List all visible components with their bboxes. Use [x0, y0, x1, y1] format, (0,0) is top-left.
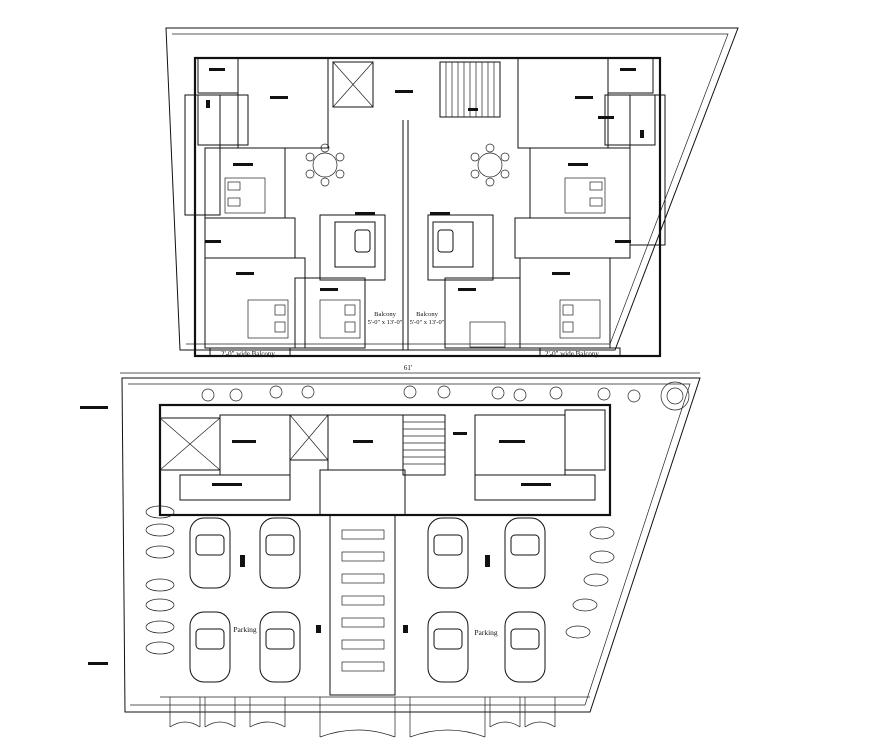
gate-icon	[160, 696, 590, 738]
balcony-label-left: 2'-0" wide Balcony	[221, 350, 275, 358]
lift-core-upper	[332, 61, 374, 108]
room-kitchen-left	[237, 57, 329, 149]
room-bedroom-left-3	[294, 277, 366, 349]
upper-outer-wall	[193, 56, 662, 358]
upper-floor-plan: 2'-0" wide Balcony 2'-0" wide Balcony Ba…	[165, 27, 739, 358]
parking-label-left: Parking	[233, 625, 257, 634]
room-bedroom-left-2	[204, 257, 306, 349]
parking-label-right: Parking	[474, 628, 498, 637]
room-bedroom-right-2	[519, 257, 611, 349]
plant-icon	[201, 381, 690, 411]
room-living-right	[427, 214, 494, 281]
room-living-left	[319, 214, 386, 281]
ground-floor-plan: Parking Parking	[80, 377, 701, 738]
ground-site-boundary	[121, 377, 701, 713]
motorcycle-icon	[145, 505, 615, 655]
sofa-icon	[334, 221, 474, 268]
entrance-foyer	[319, 469, 406, 516]
room-office-ground	[474, 414, 566, 476]
stair-ground	[402, 414, 446, 476]
room-guard-ground	[219, 414, 291, 476]
bed-icon	[224, 177, 606, 348]
ground-building-block	[158, 403, 612, 517]
dining-table-icon	[305, 143, 510, 187]
room-kitchen-right	[517, 57, 609, 149]
car-icon	[189, 517, 546, 683]
room-bedroom-right-3	[444, 277, 521, 349]
room-bedroom-right-1	[529, 147, 631, 219]
balcony-label-right: 2'-0" wide Balcony	[545, 350, 599, 358]
driveway	[329, 514, 396, 696]
frontage-dimension: 61'	[404, 364, 412, 372]
upper-site-boundary	[165, 27, 739, 351]
room-toilet-left-top	[197, 57, 239, 94]
room-bedroom-left-1	[204, 147, 286, 219]
